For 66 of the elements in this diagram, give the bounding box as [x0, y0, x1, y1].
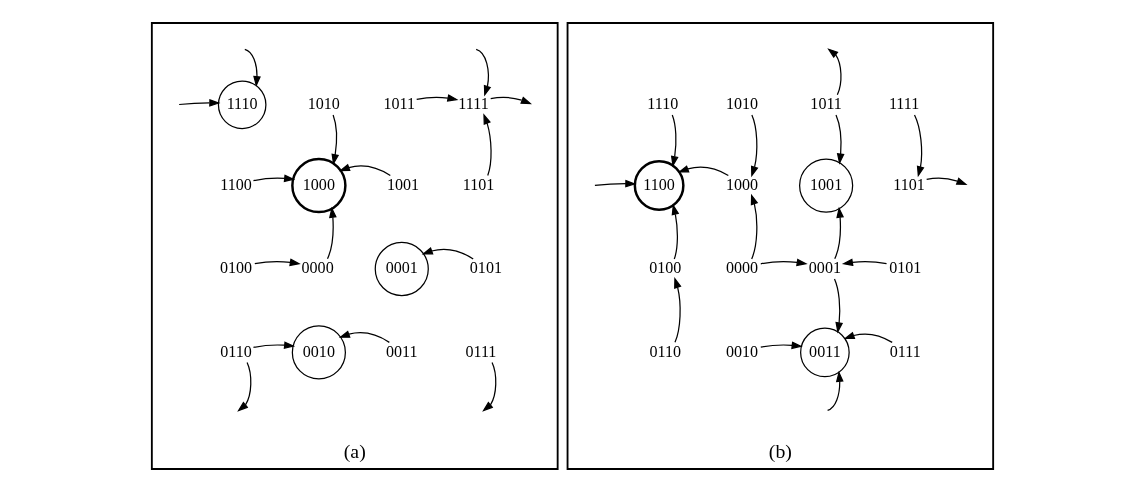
arrow: [178, 99, 221, 107]
node-text: 1010: [307, 94, 340, 112]
arrow: [843, 331, 893, 343]
node-text: 0101: [469, 259, 502, 277]
arrow: [677, 165, 729, 177]
arrow: [594, 179, 637, 188]
arrow: [237, 362, 252, 412]
arrow: [482, 362, 497, 412]
arrow: [833, 278, 844, 334]
arrow: [827, 48, 842, 96]
node-text: 0000: [301, 259, 334, 277]
node-text: 0110: [220, 342, 252, 360]
arrow: [252, 341, 296, 350]
arrow: [416, 94, 459, 102]
node-text: 1010: [725, 94, 759, 112]
arrow: [760, 258, 808, 267]
node-text: 1001: [386, 175, 420, 193]
arrow: [338, 330, 390, 343]
arrow: [244, 48, 261, 88]
arrow: [326, 206, 337, 260]
node-text: 0111: [465, 342, 497, 360]
node-circle: 0001: [374, 241, 429, 297]
arrow: [483, 84, 533, 105]
node-text: 1101: [462, 175, 495, 193]
node-text: 1101: [893, 175, 925, 193]
node-text: 1000: [725, 175, 759, 193]
node-text: 1011: [810, 94, 842, 112]
node-text: 0110: [649, 342, 682, 360]
node-text: 0111: [889, 342, 921, 360]
arrow: [421, 247, 474, 260]
node-text: 0100: [649, 259, 682, 277]
arrow: [834, 206, 845, 260]
node-text: 1110: [647, 94, 679, 112]
node-circle: 0011: [800, 327, 850, 378]
node-circle: 1001: [799, 158, 854, 213]
arrow: [475, 48, 492, 97]
arrow: [926, 177, 968, 185]
node-text: 1111: [458, 94, 489, 112]
node-text: 0100: [219, 259, 253, 277]
node-circle: 1110: [217, 80, 267, 130]
node-text: 0001: [808, 259, 841, 277]
arrow: [670, 114, 679, 168]
arrow: [835, 114, 845, 165]
node-circle: 0010: [291, 325, 346, 380]
node-circle: 1000: [291, 157, 347, 214]
arrow: [483, 113, 492, 177]
arrow: [674, 277, 682, 343]
node-circle: 1100: [633, 160, 685, 212]
node-text: 0000: [725, 259, 759, 277]
arrow: [671, 203, 680, 260]
arrow: [827, 370, 844, 412]
node-text: 0101: [889, 259, 922, 277]
arrow: [338, 163, 391, 177]
node-text: 0010: [725, 342, 759, 360]
arrow: [331, 114, 340, 166]
arrow: [252, 174, 296, 183]
arrow: [760, 341, 803, 350]
node-text: 0011: [385, 342, 418, 360]
arrow: [750, 193, 759, 260]
arrow: [913, 114, 925, 178]
node-text: 1111: [888, 94, 920, 112]
arrow: [750, 114, 759, 178]
arrow: [254, 258, 301, 267]
node-text: 1100: [220, 175, 252, 193]
arrow: [841, 258, 888, 267]
node-text: 1011: [383, 94, 416, 112]
